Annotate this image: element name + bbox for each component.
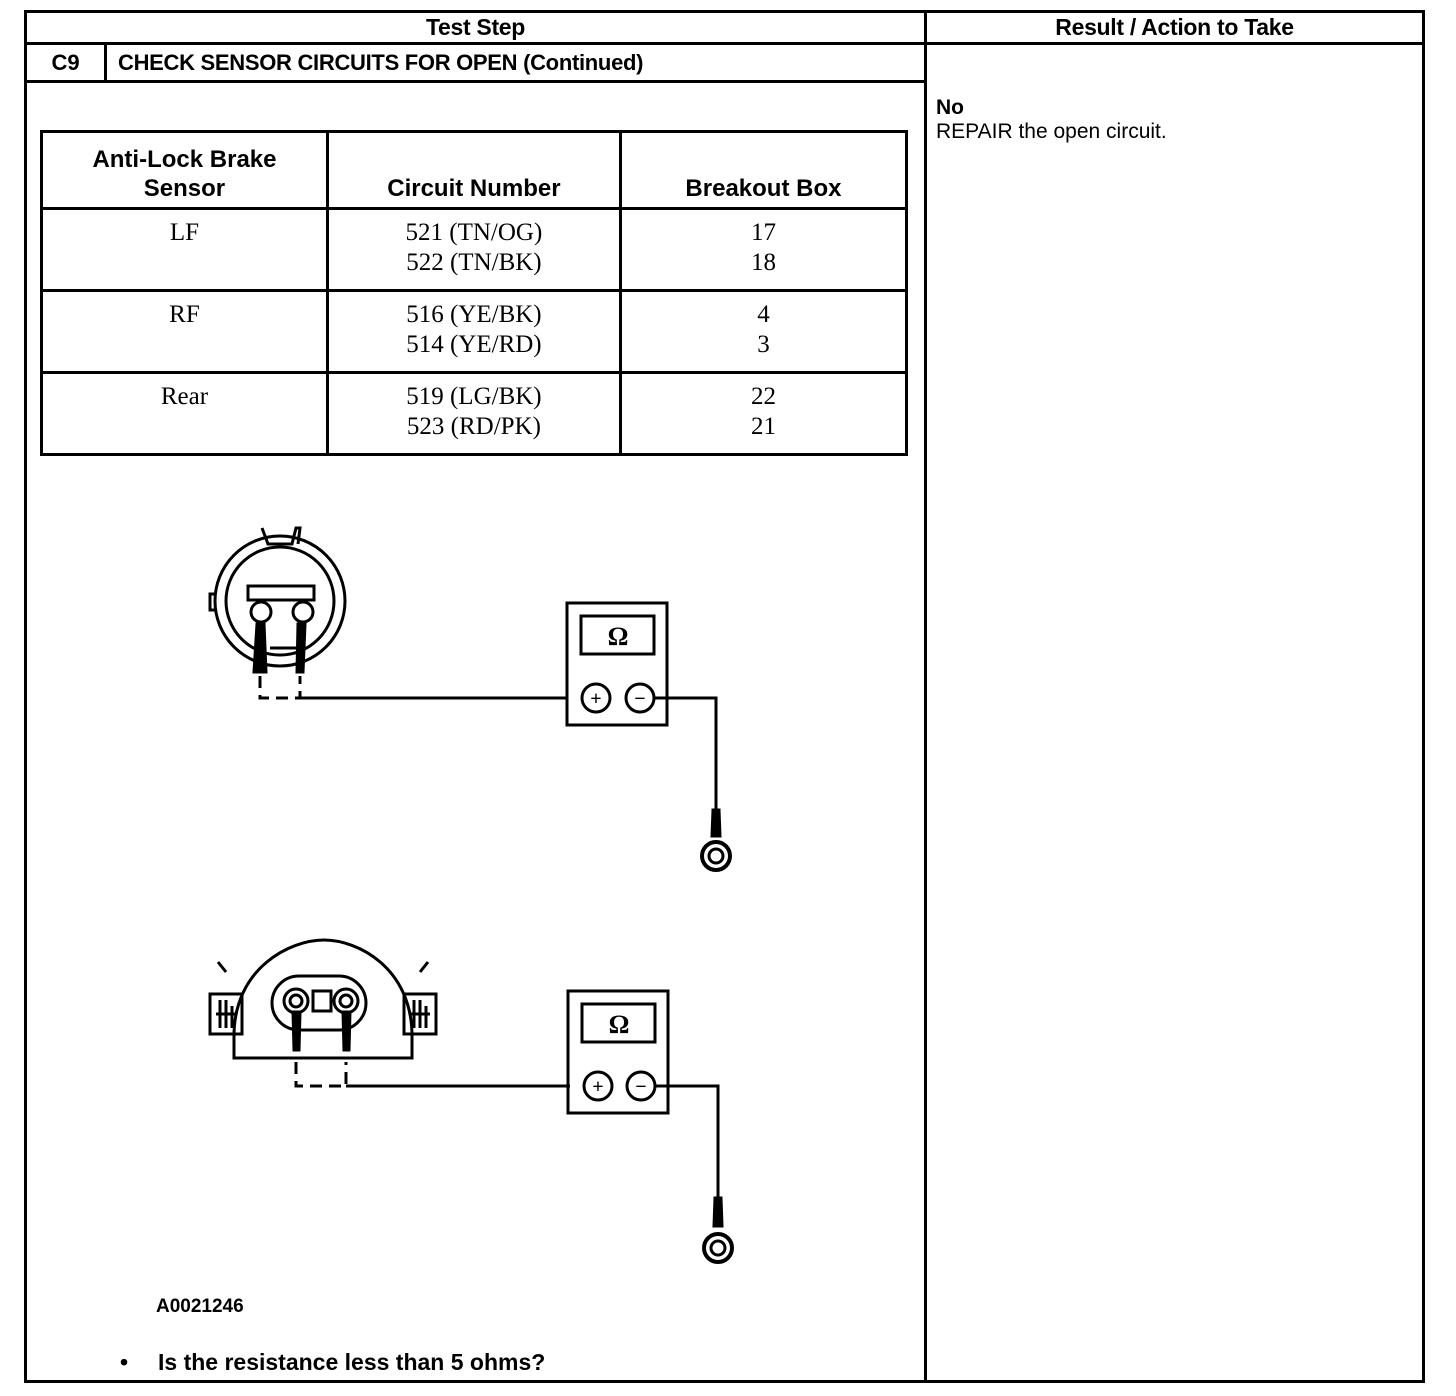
bullet: • — [120, 1349, 129, 1375]
header-sensor: Anti-Lock Brake Sensor — [40, 130, 329, 210]
step-title: CHECK SENSOR CIRCUITS FOR OPEN (Continue… — [118, 50, 644, 75]
ohmmeter-bottom — [566, 989, 734, 1264]
table-row: Rear 519 (LG/BK) 523 (RD/PK) 22 21 — [40, 371, 909, 456]
ohm-symbol-bottom: Ω — [609, 1010, 630, 1039]
table-row: LF 521 (TN/OG) 522 (TN/BK) 17 18 — [40, 207, 909, 292]
sensor-cell: LF — [40, 207, 329, 292]
minus-terminal-top: − — [634, 688, 645, 710]
header-breakout-box: Breakout Box — [618, 130, 909, 210]
result-block: No REPAIR the open circuit. — [936, 96, 1167, 144]
step-id-divider — [104, 42, 107, 83]
page-frame — [24, 10, 1425, 1383]
step-id: C9 — [51, 50, 80, 75]
plus-terminal-bottom: + — [592, 1076, 603, 1098]
result-action-header: Result / Action to Take — [1055, 14, 1294, 40]
circuit-table: Anti-Lock Brake Sensor Circuit Number Br… — [40, 130, 909, 456]
question: • Is the resistance less than 5 ohms? — [120, 1349, 545, 1376]
result-answer: No — [936, 96, 964, 119]
table-header-row: Anti-Lock Brake Sensor Circuit Number Br… — [40, 130, 909, 210]
pin-cell: 22 21 — [618, 371, 909, 456]
header-divider — [24, 42, 1425, 45]
test-step-header: Test Step — [425, 14, 526, 40]
circuit-cell: 516 (YE/BK) 514 (YE/RD) — [325, 289, 622, 374]
circuit-cell: 519 (LG/BK) 523 (RD/PK) — [325, 371, 622, 456]
question-text: Is the resistance less than 5 ohms? — [158, 1349, 546, 1375]
plus-terminal-top: + — [590, 688, 601, 710]
pin-cell: 17 18 — [618, 207, 909, 292]
result-action: REPAIR the open circuit. — [936, 120, 1167, 143]
pin-cell: 4 3 — [618, 289, 909, 374]
header-circuit-number: Circuit Number — [325, 130, 622, 210]
step-divider — [24, 80, 927, 83]
figure-id: A0021246 — [156, 1296, 244, 1317]
sensor-cell: RF — [40, 289, 329, 374]
circuit-cell: 521 (TN/OG) 522 (TN/BK) — [325, 207, 622, 292]
column-divider — [924, 10, 927, 1383]
round-sensor-connector — [208, 526, 568, 700]
table-row: RF 516 (YE/BK) 514 (YE/RD) 4 3 — [40, 289, 909, 374]
ohm-symbol-top: Ω — [608, 622, 629, 651]
rear-sensor-connector — [208, 938, 570, 1088]
sensor-cell: Rear — [40, 371, 329, 456]
minus-terminal-bottom: − — [635, 1076, 646, 1098]
ohmmeter-top — [565, 601, 732, 872]
